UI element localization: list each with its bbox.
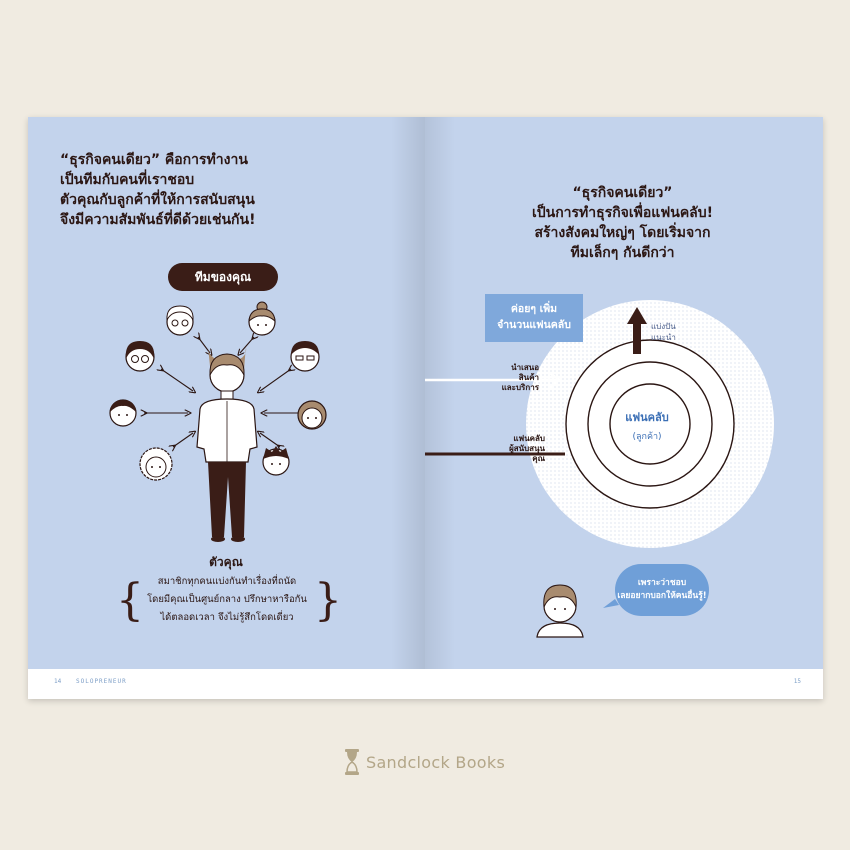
fan-person-illustration <box>536 584 584 638</box>
brand-logo: Sandclock Books <box>344 746 505 778</box>
gradual-growth-box: ค่อยๆ เพิ่ม จำนวนแฟนคลับ <box>485 294 583 342</box>
team-label: ทีมของคุณ <box>168 263 278 291</box>
gradual-line: จำนวนแฟนคลับ <box>497 319 571 331</box>
offer-line: และบริการ <box>501 383 539 392</box>
connection-arrows <box>144 337 308 447</box>
bubble-line: เลยอยากบอกให้คนอื่นรู้! <box>617 591 707 601</box>
left-page: “ธุรกิจคนเดียว” คือการทำงาน เป็นทีมกับคน… <box>28 117 425 699</box>
right-footer: 15 <box>425 669 823 699</box>
offer-line: นำเสนอ <box>511 363 539 372</box>
page-number: 14 <box>54 678 62 685</box>
left-gutter-shadow <box>391 117 425 699</box>
inner-ring <box>609 383 691 465</box>
support-line: ผู้สนับสนุน <box>509 444 545 453</box>
curly-hair-face-icon <box>139 447 173 481</box>
book-spread: “ธุรกิจคนเดียว” คือการทำงาน เป็นทีมกับคน… <box>28 117 823 699</box>
team-illustration <box>109 301 327 542</box>
offer-label: นำเสนอ สินค้า และบริการ <box>491 363 539 393</box>
bun-face-icon <box>248 301 276 336</box>
description-line: โดยมีคุณเป็นศูนย์กลาง ปรึกษาหารือกัน <box>147 594 307 605</box>
spiky-hair-face-icon <box>262 446 290 476</box>
glasses-face-icon <box>125 341 155 372</box>
offer-line: สินค้า <box>518 373 539 382</box>
page-number: 15 <box>793 678 801 685</box>
share-label: แบ่งปัน แนะนำ <box>651 321 676 343</box>
bubble-line: เพราะว่าชอบ <box>637 578 687 588</box>
speech-bubble: เพราะว่าชอบ เลยอยากบอกให้คนอื่นรู้! <box>615 564 709 616</box>
right-gutter-shadow <box>425 117 455 699</box>
fanclub-core-sublabel: (ลูกค้า) <box>632 432 662 442</box>
gradual-line: ค่อยๆ เพิ่ม <box>510 303 558 315</box>
right-page: “ธุรกิจคนเดียว” เป็นการทำธุรกิจเพื่อแฟนค… <box>425 117 823 699</box>
you-figure-illustration <box>196 347 258 542</box>
share-line: แบ่งปัน <box>651 322 676 331</box>
right-headline-line: ทีมเล็กๆ กันดีกว่า <box>570 245 675 261</box>
bob-hair-face-icon <box>297 400 327 430</box>
support-line: คุณ <box>532 454 545 463</box>
running-title: SOLOPRENEUR <box>76 678 127 685</box>
fanclub-diagram <box>425 300 774 638</box>
growth-arrow-icon <box>627 307 647 324</box>
bubble-tail <box>603 599 619 608</box>
left-headline-line: เป็นทีมกับคนที่เราชอบ <box>60 172 195 188</box>
left-headline: “ธุรกิจคนเดียว” คือการทำงาน เป็นทีมกับคน… <box>60 150 255 230</box>
left-headline-line: จึงมีความสัมพันธ์ที่ดีด้วยเช่นกัน! <box>60 212 256 228</box>
description-line: สมาชิกทุกคนแบ่งกันทำเรื่องที่ถนัด <box>157 576 297 587</box>
right-headline-line: “ธุรกิจคนเดียว” <box>572 185 673 201</box>
left-footer: 14 SOLOPRENEUR <box>28 669 425 699</box>
support-line: แฟนคลับ <box>513 434 545 443</box>
description-line: ได้ตลอดเวลา จึงไม่รู้สึกโดดเดี่ยว <box>160 612 294 623</box>
brand-name: Sandclock Books <box>366 752 506 772</box>
right-headline-line: เป็นการทำธุรกิจเพื่อแฟนคลับ! <box>531 205 714 221</box>
team-member-face-icons <box>109 301 327 481</box>
right-headline: “ธุรกิจคนเดียว” เป็นการทำธุรกิจเพื่อแฟนค… <box>495 183 750 263</box>
share-line: แนะนำ <box>651 333 676 342</box>
hourglass-icon <box>345 749 359 775</box>
man-face-icon <box>290 341 320 372</box>
left-brace: { <box>116 575 144 626</box>
bald-face-icon <box>109 399 137 427</box>
right-brace: } <box>314 575 342 626</box>
growth-arrow-shaft <box>633 322 641 354</box>
fanclub-core-label: แฟนคลับ <box>625 411 669 424</box>
left-headline-line: ตัวคุณกับลูกค้าที่ให้การสนับสนุน <box>60 192 255 208</box>
left-headline-line: “ธุรกิจคนเดียว” คือการทำงาน <box>60 152 248 168</box>
right-headline-line: สร้างสังคมใหญ่ๆ โดยเริ่มจาก <box>534 225 711 241</box>
offer-arrow-icon <box>548 371 562 389</box>
grandma-face-icon <box>166 305 194 336</box>
team-description: สมาชิกทุกคนแบ่งกันทำเรื่องที่ถนัด โดยมีค… <box>140 573 314 627</box>
support-label: แฟนคลับ ผู้สนับสนุน คุณ <box>487 434 545 464</box>
you-label: ตัวคุณ <box>209 555 243 569</box>
